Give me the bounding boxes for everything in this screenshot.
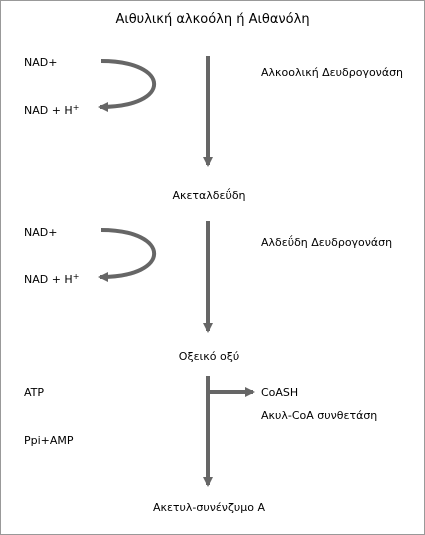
diagram-title: Αιθυλική αλκοόλη ή Αιθανόλη xyxy=(115,12,310,27)
cofactor-out-1: NAD + H+ xyxy=(24,103,80,118)
product-label-3: Ακετυλ-συνένζυμο Α xyxy=(152,501,266,514)
enzyme-label-2: Αλδεΰδη Δευδρογονάση xyxy=(261,236,393,249)
cofactor-in-1: NAD+ xyxy=(24,56,58,69)
cofactor-out-2: NAD + H+ xyxy=(24,272,80,287)
cofactor-in-3: ATP xyxy=(24,386,45,399)
cofactor-curve-arrow-2 xyxy=(98,228,157,282)
side-product-label: CoASH xyxy=(261,386,299,399)
cofactor-curve-arrow-1 xyxy=(98,59,157,112)
enzyme-label-3: Ακυλ-CoA συνθετάση xyxy=(261,409,378,422)
cofactor-in-2: NAD+ xyxy=(24,226,58,239)
enzyme-label-1: Αλκοολική Δευδρογονάση xyxy=(261,66,404,79)
product-label-1: Ακεταλδεΰδη xyxy=(172,189,246,202)
cofactor-out-3: Ppi+AMP xyxy=(24,434,74,447)
product-label-2: Οξεικό οξύ xyxy=(178,350,240,363)
